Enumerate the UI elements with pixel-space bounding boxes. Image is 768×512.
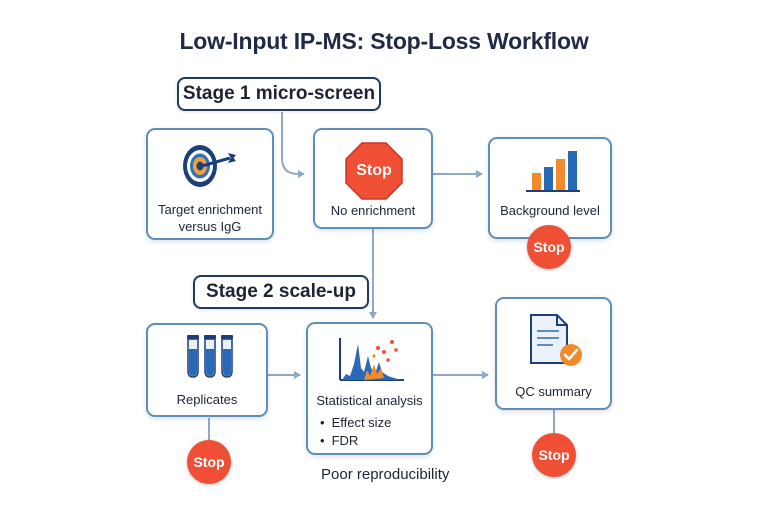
bar-chart-icon [526, 151, 580, 192]
test-tubes-icon [187, 335, 233, 378]
qc-summary-card: QC summary [495, 297, 612, 410]
replicates-card: Replicates [146, 323, 268, 417]
replicates-stop-badge: Stop [187, 440, 231, 484]
replicates-label: Replicates [176, 392, 238, 407]
qc-summary-label: QC summary [515, 384, 592, 399]
statistical-analysis-label: Statistical analysis [316, 393, 423, 408]
page-title: Low-Input IP-MS: Stop-Loss Workflow [179, 28, 589, 54]
statistical-analysis-bullets: Effect size FDR [320, 414, 392, 450]
stage-1-label: Stage 1 micro-screen [177, 77, 381, 111]
qc-stop-badge: Stop [532, 433, 576, 477]
target-enrichment-label-line2: versus IgG [178, 219, 242, 234]
peak-plot-icon [339, 338, 404, 381]
bullet-fdr: FDR [320, 432, 391, 450]
target-enrichment-card: Target enrichment versus IgG [146, 128, 274, 240]
background-level-card: Background level [488, 137, 612, 239]
target-enrichment-label-line1: Target enrichment [157, 202, 263, 217]
arrow-stage1-to-no-enrichment [281, 112, 305, 178]
no-enrichment-card: Stop No enrichment [313, 128, 433, 229]
no-enrichment-label: No enrichment [330, 203, 416, 218]
background-level-label: Background level [500, 203, 600, 218]
stage-2-label: Stage 2 scale-up [193, 275, 369, 309]
stop-sign-text: Stop [356, 162, 392, 179]
background-stop-badge: Stop [527, 225, 571, 269]
target-icon [183, 145, 236, 187]
stop-sign-icon [345, 142, 403, 200]
poor-reproducibility-note: Poor reproducibility [321, 466, 450, 483]
bullet-effect-size: Effect size [320, 414, 392, 432]
document-check-icon [530, 314, 582, 366]
statistical-analysis-card: Statistical analysis Effect size FDR [306, 322, 433, 455]
